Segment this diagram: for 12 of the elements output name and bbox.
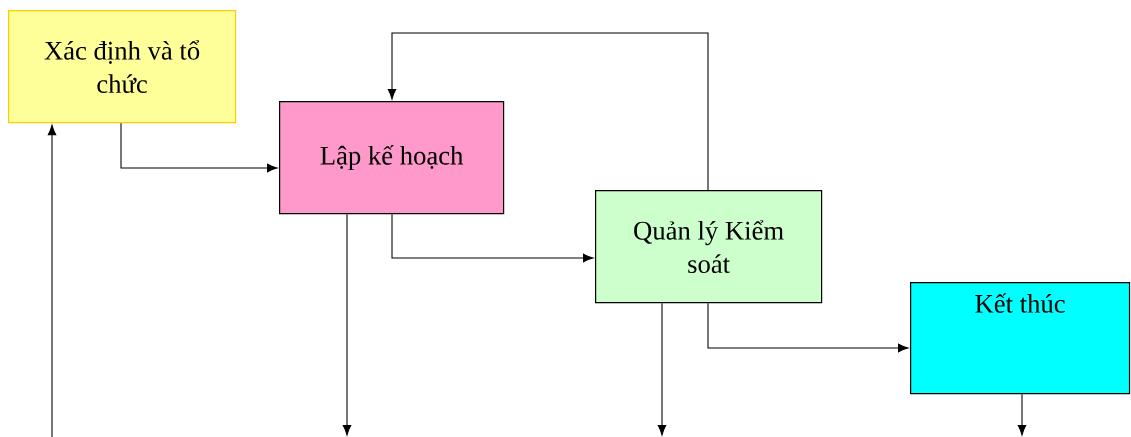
- process-box: Quản lý Kiểm soát: [595, 190, 823, 304]
- arrow: [391, 213, 594, 263]
- arrow: [120, 122, 278, 173]
- arrow: [707, 302, 909, 353]
- arrow: [657, 302, 667, 436]
- process-box: Xác định và tổ chức: [8, 10, 237, 124]
- process-box: Kết thúc: [910, 282, 1131, 395]
- arrow: [387, 32, 709, 191]
- arrow: [47, 124, 57, 437]
- arrow: [342, 213, 352, 436]
- arrow: [1017, 393, 1027, 436]
- process-box: Lập kế hoạch: [279, 101, 505, 215]
